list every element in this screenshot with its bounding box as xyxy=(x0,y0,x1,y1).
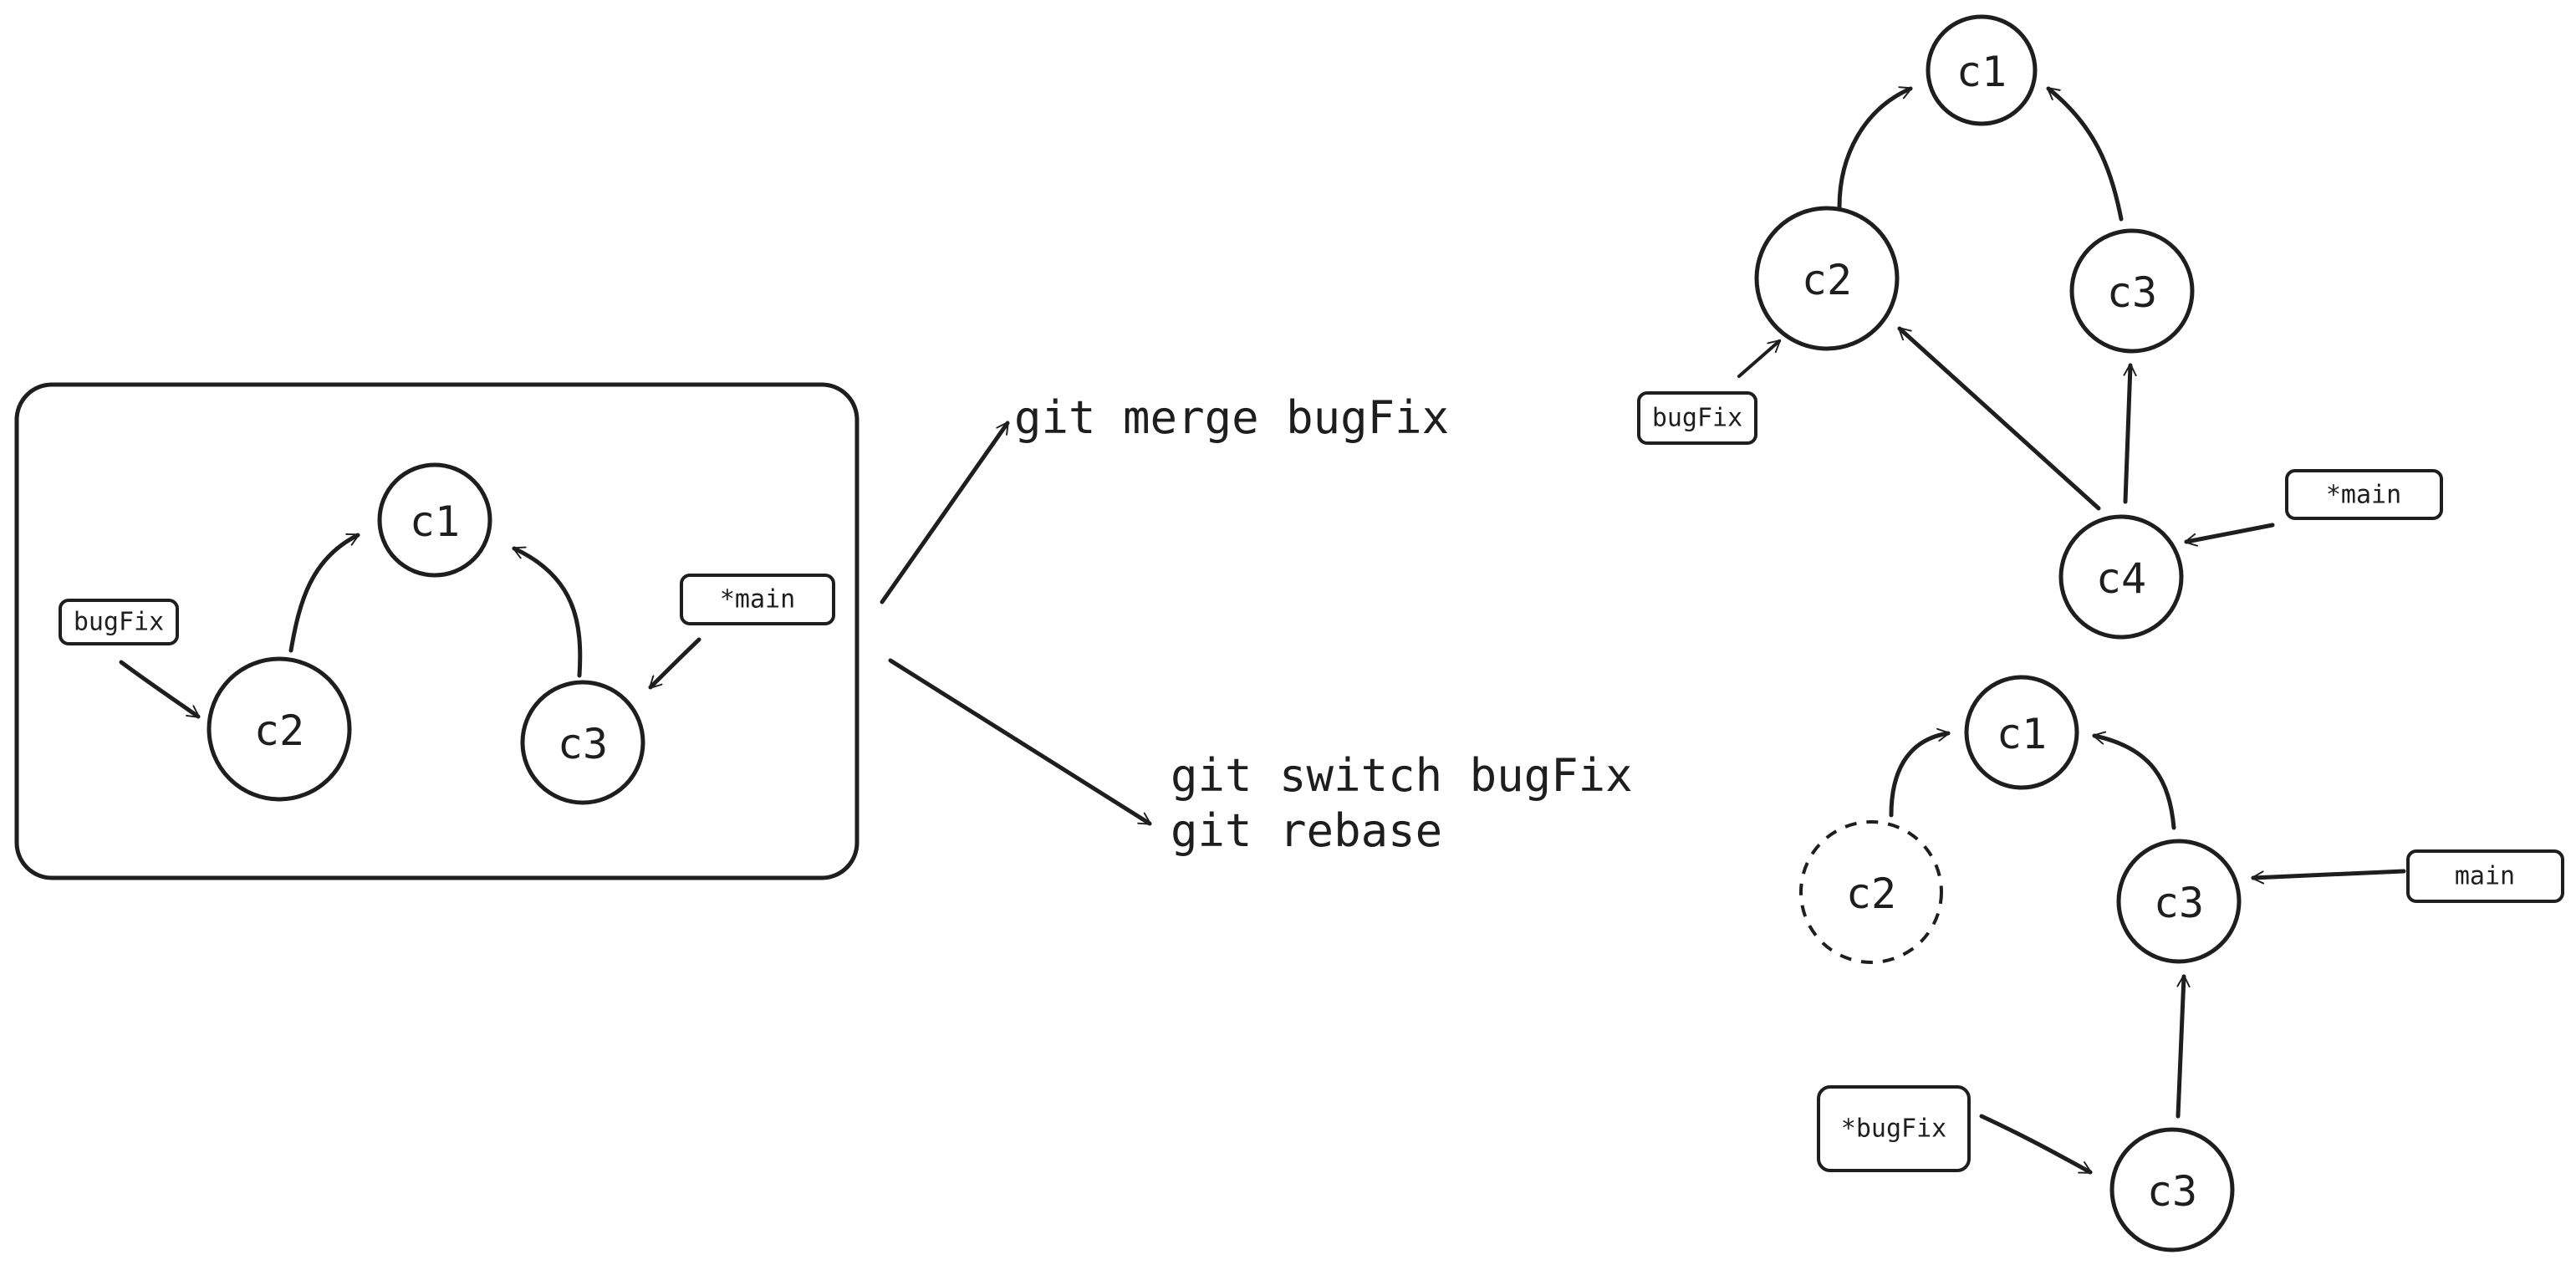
edge-c3new-to-c3 xyxy=(2176,977,2184,1119)
edge-bugfix-to-c3new xyxy=(1979,1114,2093,1175)
commit-node-c1: c1 xyxy=(377,462,492,578)
rebase-command-line-1: git switch bugFix xyxy=(1171,749,1633,802)
rebase-command-line-2: git rebase xyxy=(1171,804,1442,857)
merge-command: git merge bugFix xyxy=(1014,391,1449,444)
edge-main-to-c3 xyxy=(648,637,701,690)
commit-node-c4: c4 xyxy=(2058,514,2184,640)
commit-label: c1 xyxy=(1997,710,2047,758)
commit-label: c3 xyxy=(2107,268,2157,317)
commit-label: c2 xyxy=(254,706,304,755)
transition-arrow-merge xyxy=(880,421,1010,604)
edge-bugfix-to-c2 xyxy=(119,660,201,719)
branch-tag-label: bugFix xyxy=(74,608,164,637)
branch-tag-bugfix: *bugFix xyxy=(1817,1085,1971,1172)
branch-tag-label: *main xyxy=(720,585,795,615)
commit-label: c3 xyxy=(558,720,608,768)
edge-main-to-c3 xyxy=(2253,869,2406,878)
edge-c4-to-c2 xyxy=(1897,326,2101,511)
edge-c4-to-c3 xyxy=(2123,365,2130,504)
branch-tag-label: *bugFix xyxy=(1841,1115,1946,1144)
branch-tag-main: main xyxy=(2406,849,2564,903)
branch-tag-main: *main xyxy=(2285,469,2443,520)
commit-label: c1 xyxy=(410,497,460,546)
edge-c2-to-c1 xyxy=(288,533,360,653)
branch-tag-label: bugFix xyxy=(1652,404,1742,433)
commit-node-c3: c3 xyxy=(2116,839,2242,964)
commit-node-c2: c2 xyxy=(207,656,352,802)
branch-tag-label: *main xyxy=(2326,481,2401,510)
commit-node-c1: c1 xyxy=(1926,14,2038,126)
edge-c2-to-c1 xyxy=(1889,733,1948,818)
branch-tag-bugfix: bugFix xyxy=(59,599,179,645)
before-state-group: c1 c2 c3 bugFix *main xyxy=(14,382,860,880)
edge-bugfix-to-c2 xyxy=(1737,341,1779,378)
branch-tag-bugfix: bugFix xyxy=(1637,391,1757,445)
before-state-frame xyxy=(14,382,860,880)
edge-c3-to-c1 xyxy=(512,546,583,678)
commit-label: c2 xyxy=(1846,870,1896,918)
commit-label: c3 xyxy=(2154,879,2204,927)
rebase-result-group: c1 c2 c3 c3 main *bugFix xyxy=(1799,675,2564,1252)
commit-node-c2-orphaned: c2 xyxy=(1799,820,1943,964)
edge-c2-to-c1 xyxy=(1837,89,1913,210)
commit-label: c2 xyxy=(1802,256,1852,304)
commit-label: c3 xyxy=(2147,1167,2197,1216)
commit-node-c1: c1 xyxy=(1964,675,2079,790)
edge-c3-to-c1 xyxy=(2046,86,2124,222)
edge-main-to-c4 xyxy=(2186,523,2275,542)
edge-c3-to-c1 xyxy=(2094,736,2176,830)
commit-node-c3: c3 xyxy=(2069,228,2195,354)
branch-tag-label: main xyxy=(2455,862,2515,891)
commit-node-c3-rebased: c3 xyxy=(2109,1127,2235,1252)
transition-arrow-rebase xyxy=(888,658,1152,826)
merge-result-group: c1 c2 c3 c4 bugFix *main xyxy=(1637,14,2443,640)
branch-tag-main: *main xyxy=(680,574,835,625)
commit-label: c1 xyxy=(1956,48,2007,96)
commit-label: c4 xyxy=(2096,554,2146,603)
commit-node-c2: c2 xyxy=(1754,206,1900,351)
commit-node-c3: c3 xyxy=(520,680,645,805)
